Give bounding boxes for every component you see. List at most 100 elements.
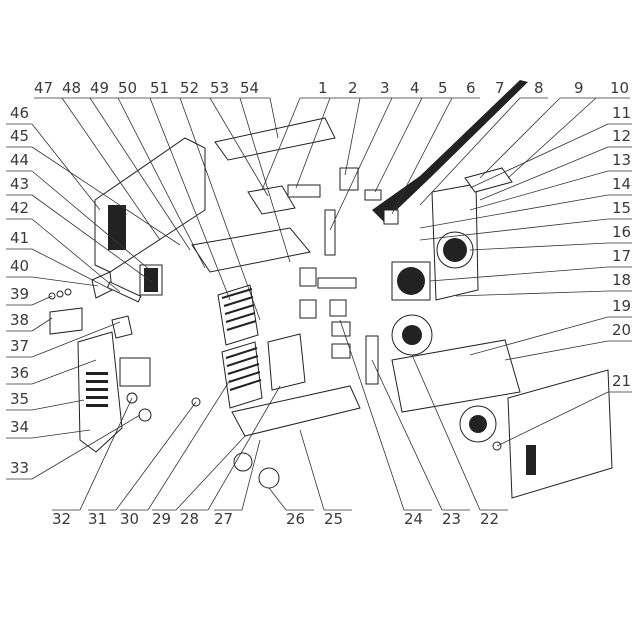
switch-knob xyxy=(138,408,152,422)
part-label: 53 xyxy=(210,79,229,97)
leader-line xyxy=(31,170,151,271)
part-label: 19 xyxy=(612,297,631,315)
front-label-plate xyxy=(49,307,83,335)
leader-lines xyxy=(6,97,632,511)
part-label: 8 xyxy=(534,79,544,97)
part-label: 7 xyxy=(495,79,505,97)
driver-board xyxy=(267,333,306,391)
relay-c xyxy=(331,343,351,359)
leader-line xyxy=(339,319,405,511)
leader-line xyxy=(469,123,609,189)
terminal-strip xyxy=(317,277,357,289)
main-transformer xyxy=(139,264,163,296)
part-label: 52 xyxy=(180,79,199,97)
leader-line xyxy=(504,340,609,361)
part-label: 33 xyxy=(10,459,29,477)
part-label: 44 xyxy=(10,151,29,169)
part-label: 50 xyxy=(118,79,137,97)
leader-line xyxy=(31,295,53,306)
rectifier-module-b xyxy=(299,299,317,319)
part-label: 39 xyxy=(10,285,29,303)
leader-line xyxy=(469,316,609,356)
leader-line xyxy=(371,359,443,511)
part-label: 31 xyxy=(88,510,107,528)
part-label: 15 xyxy=(612,199,631,217)
leader-line xyxy=(268,487,287,511)
part-label: 48 xyxy=(62,79,81,97)
part-label: 16 xyxy=(612,223,631,241)
leader-line xyxy=(149,97,231,301)
leader-line xyxy=(241,439,261,511)
rectifier-module-a xyxy=(299,267,317,287)
leader-line xyxy=(209,97,269,197)
control-pcb-dark xyxy=(372,80,528,222)
part-label: 14 xyxy=(612,175,631,193)
front-panel xyxy=(77,331,123,453)
inductor xyxy=(119,357,151,387)
leader-line xyxy=(329,97,393,231)
labels-bottom-row: 32 31 30 29 28 27 26 25 24 23 22 xyxy=(52,510,499,528)
part-label: 18 xyxy=(612,271,631,289)
part-label: 35 xyxy=(10,390,29,408)
part-label: 28 xyxy=(180,510,199,528)
leader-line xyxy=(31,276,99,287)
leader-line xyxy=(175,435,246,511)
part-label: 37 xyxy=(10,337,29,355)
part-label: 40 xyxy=(10,257,29,275)
leader-line xyxy=(31,146,181,246)
labels-right-column: 11 12 13 14 15 16 17 18 19 20 21 xyxy=(612,104,631,390)
part-label: 12 xyxy=(612,127,631,145)
front-panel-vents xyxy=(86,372,108,407)
part-label: 3 xyxy=(380,79,390,97)
bottom-tray xyxy=(391,339,521,413)
leader-line xyxy=(117,97,206,269)
bracket-36 xyxy=(111,315,133,339)
knob-39c xyxy=(64,288,72,296)
part-label: 24 xyxy=(404,510,423,528)
knob-39b xyxy=(56,290,64,298)
part-label: 21 xyxy=(612,372,631,390)
connector-5 xyxy=(364,189,382,201)
leader-line xyxy=(31,399,85,411)
part-label: 41 xyxy=(10,229,29,247)
leader-line xyxy=(419,97,521,206)
part-label: 47 xyxy=(34,79,53,97)
leader-line xyxy=(31,414,141,480)
leader-line xyxy=(31,248,113,291)
leader-line xyxy=(269,97,279,139)
leader-line xyxy=(31,429,91,439)
labels-top-row: 47 48 49 50 51 52 53 54 1 2 3 4 5 6 7 8 … xyxy=(34,79,629,97)
leader-line xyxy=(31,194,153,283)
part-label: 43 xyxy=(10,175,29,193)
caster-rear xyxy=(258,467,280,489)
leader-line xyxy=(31,317,53,332)
middle-chassis xyxy=(191,227,311,273)
transformer-small xyxy=(339,167,359,191)
part-label: 42 xyxy=(10,199,29,217)
leader-line xyxy=(419,218,609,241)
caster-front xyxy=(233,452,253,472)
left-panel-vents xyxy=(108,205,126,250)
heatsink-lower xyxy=(221,341,263,409)
part-label: 32 xyxy=(52,510,71,528)
base-plate xyxy=(231,385,361,437)
leader-line xyxy=(344,97,361,176)
leader-line xyxy=(31,218,121,293)
leader-line xyxy=(479,97,561,179)
leader-line xyxy=(295,97,331,189)
part-label: 11 xyxy=(612,104,631,122)
relay-a xyxy=(329,299,347,317)
part-label: 6 xyxy=(466,79,476,97)
leader-line xyxy=(496,391,609,447)
leader-line xyxy=(207,385,281,511)
part-label: 54 xyxy=(240,79,259,97)
part-label: 46 xyxy=(10,104,29,122)
heatsink-upper xyxy=(217,284,259,346)
part-label: 17 xyxy=(612,247,631,265)
leader-line xyxy=(469,170,609,211)
leader-line xyxy=(429,266,609,282)
parts-group xyxy=(48,80,613,499)
leader-line xyxy=(479,146,609,201)
